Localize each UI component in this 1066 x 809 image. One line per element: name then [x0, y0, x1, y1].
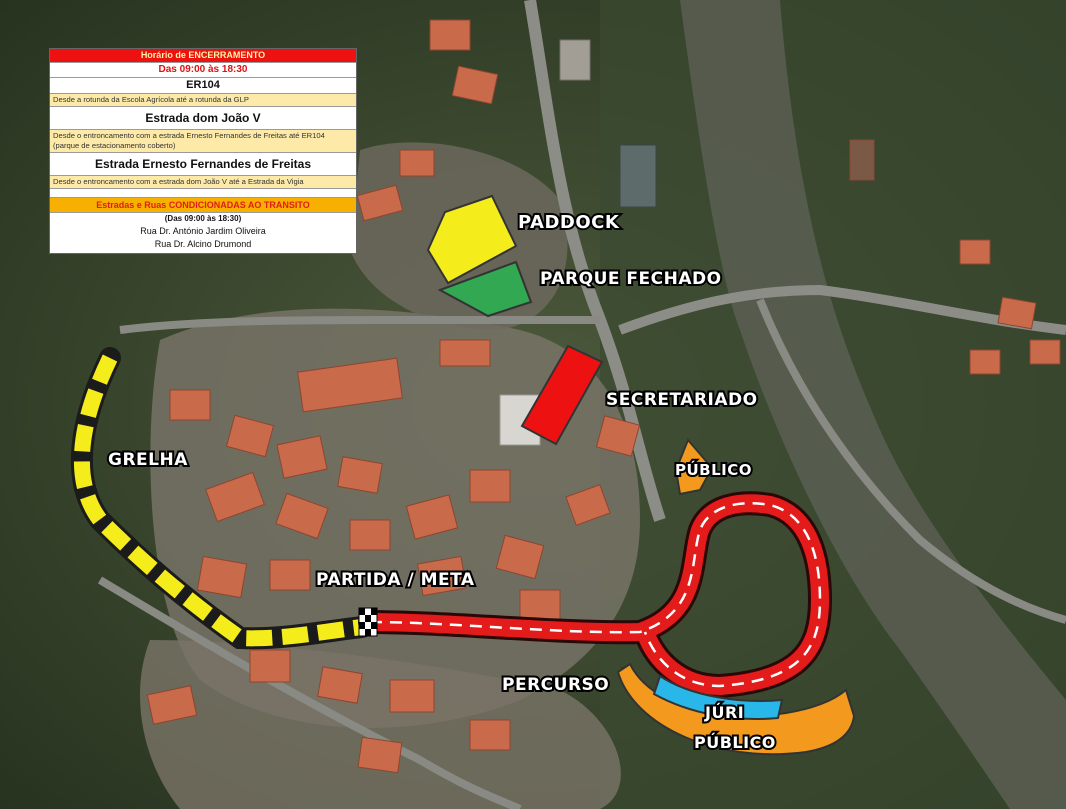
- grelha-path: [73, 354, 363, 647]
- road-description: Desde o entroncamento com a estrada Erne…: [50, 130, 356, 153]
- grelha-label: GRELHA: [108, 450, 188, 470]
- secretariado-label: SECRETARIADO: [606, 390, 758, 410]
- river-bed: [680, 0, 1066, 809]
- closure-title: Horário de ENCERRAMENTO: [50, 49, 356, 63]
- road-description: Desde o entroncamento com a estrada dom …: [50, 176, 356, 189]
- road-mid: [119, 316, 600, 334]
- start-finish-flag-icon: [358, 607, 378, 637]
- publico-top-label: PÚBLICO: [675, 460, 752, 479]
- juri-label: JÚRI: [704, 703, 744, 722]
- road-name: Estrada dom João V: [50, 107, 356, 130]
- publico-area-top: [674, 438, 714, 496]
- road-name: ER104: [50, 78, 356, 94]
- parque-fechado-area: [437, 260, 533, 318]
- closure-time: Das 09:00 às 18:30: [50, 63, 356, 78]
- parque-fechado-label: PARQUE FECHADO: [540, 269, 722, 289]
- percurso-label: PERCURSO: [502, 675, 609, 695]
- conditioned-street: Rua Dr. Alcino Drumond: [154, 239, 252, 249]
- partida-meta-label: PARTIDA / META: [316, 570, 475, 590]
- publico-bottom-label: PÚBLICO: [694, 733, 776, 752]
- paddock-label: PADDOCK: [518, 212, 620, 233]
- closure-info-panel: Horário de ENCERRAMENTO Das 09:00 às 18:…: [49, 48, 357, 254]
- buildings: [146, 19, 1061, 774]
- track-centerline: [369, 502, 822, 688]
- road-description: Desde a rotunda da Escola Agrícola até a…: [50, 94, 356, 107]
- paddock-area: [426, 194, 518, 285]
- road-east: [618, 284, 1066, 335]
- road-north: [524, 0, 666, 522]
- road-name: Estrada Ernesto Fernandes de Freitas: [50, 153, 356, 176]
- road-southwest: [97, 576, 522, 809]
- secretariado-area: [520, 344, 604, 446]
- conditioned-time: (Das 09:00 às 18:30): [164, 214, 242, 223]
- road-southeast: [756, 298, 1066, 624]
- conditioned-title: Estradas e Ruas CONDICIONADAS AO TRANSIT…: [50, 198, 356, 213]
- spacer: [50, 189, 356, 198]
- conditioned-street: Rua Dr. António Jardim Oliveira: [140, 226, 266, 236]
- juri-area: [652, 674, 784, 720]
